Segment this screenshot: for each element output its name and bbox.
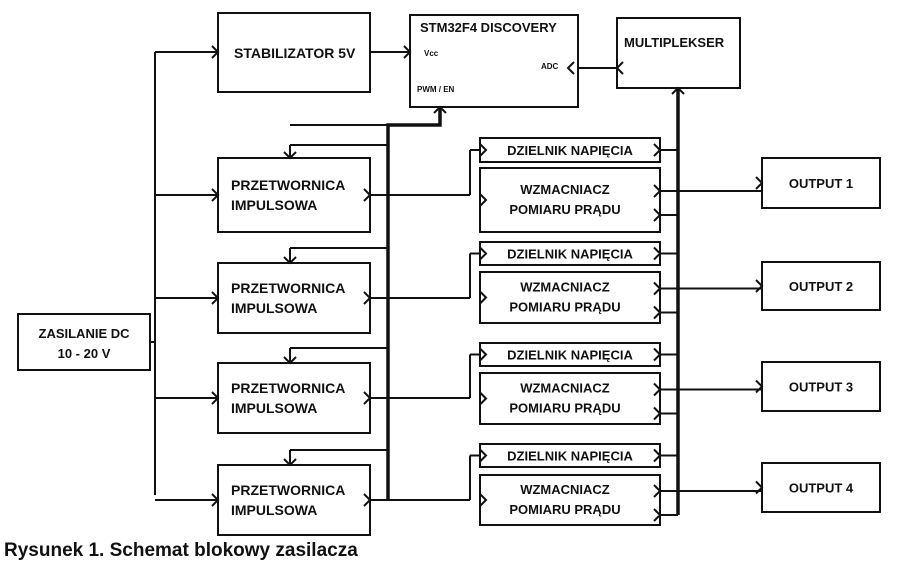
converter-label-line2: IMPULSOWA	[231, 502, 317, 518]
channel-4: PRZETWORNICA IMPULSOWA DZIELNIK NAPIĘCIA WZ…	[155, 443, 881, 536]
converter-block	[217, 464, 371, 536]
arrow-markers	[211, 347, 764, 421]
converter-label-line1: PRZETWORNICA	[231, 380, 345, 396]
channel-wires	[155, 449, 762, 516]
mux-block: MULTIPLEKSER	[616, 17, 741, 89]
amplifier-label-line2: POMIARU PRĄDU	[509, 300, 620, 315]
channel-wires	[155, 144, 762, 216]
amplifier-label-line2: POMIARU PRĄDU	[509, 202, 620, 217]
amplifier-label-line1: WZMACNIACZ	[520, 182, 610, 197]
converter-label-line1: PRZETWORNICA	[231, 482, 345, 498]
arrow-markers	[211, 448, 764, 522]
converter-label-line1: PRZETWORNICA	[231, 177, 345, 193]
channel-1: PRZETWORNICA IMPULSOWA DZIELNIK NAPIĘCIA WZ…	[155, 137, 881, 233]
channel-3: PRZETWORNICA IMPULSOWA DZIELNIK NAPIĘCIA WZ…	[155, 342, 881, 434]
channel-2: PRZETWORNICA IMPULSOWA DZIELNIK NAPIĘCIA WZ…	[155, 241, 881, 334]
converter-label-line2: IMPULSOWA	[231, 300, 317, 316]
amplifier-block	[479, 271, 661, 324]
output-label: OUTPUT 2	[789, 279, 853, 294]
output-label: OUTPUT 4	[789, 481, 854, 496]
amplifier-label-line2: POMIARU PRĄDU	[509, 502, 620, 517]
amplifier-block	[479, 474, 661, 526]
converter-label-line1: PRZETWORNICA	[231, 280, 345, 296]
stabilizer-block: STABILIZATOR 5V	[217, 12, 371, 93]
amplifier-label-line1: WZMACNIACZ	[520, 280, 610, 295]
divider-label: DZIELNIK NAPIĘCIA	[507, 247, 633, 262]
output-label: OUTPUT 3	[789, 380, 853, 395]
mux-label: MULTIPLEKSER	[624, 35, 725, 50]
output-label: OUTPUT 1	[789, 176, 853, 191]
arrow-markers	[211, 246, 764, 320]
power-input-range: 10 - 20 V	[58, 346, 111, 361]
output-block	[761, 361, 881, 412]
converter-block	[217, 157, 371, 233]
mcu-pwm-label: PWM / EN	[417, 85, 455, 94]
amplifier-label-line1: WZMACNIACZ	[520, 482, 610, 497]
amplifier-block	[479, 372, 661, 425]
divider-label: DZIELNIK NAPIĘCIA	[507, 348, 633, 363]
amplifier-label-line1: WZMACNIACZ	[520, 381, 610, 396]
converter-label-line2: IMPULSOWA	[231, 400, 317, 416]
arrow-markers	[211, 143, 764, 222]
mcu-vcc-label: Vcc	[424, 49, 439, 58]
wires	[150, 45, 685, 515]
converter-label-line2: IMPULSOWA	[231, 197, 317, 213]
divider-label: DZIELNIK NAPIĘCIA	[507, 449, 633, 464]
power-input-label: ZASILANIE DC	[39, 326, 131, 341]
mcu-label: STM32F4 DISCOVERY	[420, 20, 557, 35]
amplifier-block	[479, 167, 661, 233]
power-input-block: ZASILANIE DC 10 - 20 V	[17, 313, 151, 371]
mcu-block: STM32F4 DISCOVERY Vcc ADC PWM / EN	[409, 14, 579, 108]
output-block	[761, 261, 881, 311]
mcu-adc-label: ADC	[541, 62, 559, 71]
channel-wires	[155, 247, 762, 314]
channel-wires	[155, 347, 762, 415]
amplifier-label-line2: POMIARU PRĄDU	[509, 401, 620, 416]
stabilizer-label: STABILIZATOR 5V	[234, 45, 356, 61]
converter-block	[217, 262, 371, 334]
converter-block	[217, 362, 371, 434]
figure-caption: Rysunek 1. Schemat blokowy zasilacza	[4, 540, 358, 561]
divider-label: DZIELNIK NAPIĘCIA	[507, 143, 633, 158]
